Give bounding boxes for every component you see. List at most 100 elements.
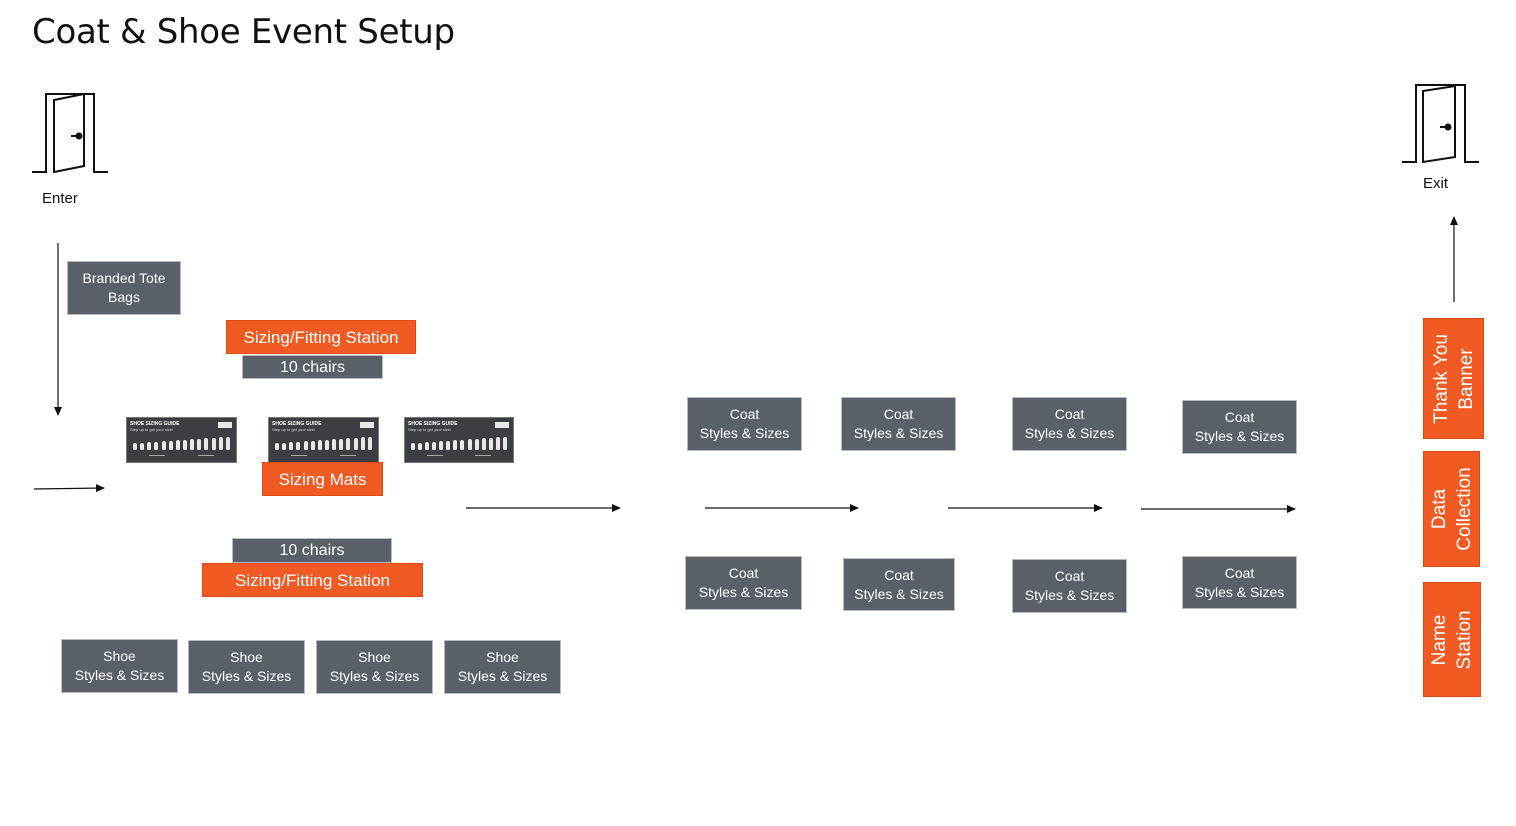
coat-box-top-4: Coat Styles & Sizes	[1182, 400, 1297, 454]
coat-box-top-2-line2: Styles & Sizes	[853, 425, 944, 441]
mat-2-scale	[275, 455, 372, 458]
footprint-icon	[140, 442, 145, 450]
thank-you-banner-label: Thank You Banner	[1429, 334, 1479, 424]
footprint-icon	[197, 438, 202, 450]
footprint-icon	[339, 438, 344, 450]
data-collection-label: Data Collection	[1427, 467, 1477, 550]
chairs-bottom-box: 10 chairs	[232, 538, 392, 563]
coat-box-bottom-4-line2: Styles & Sizes	[1194, 583, 1285, 600]
shoe-box-4: Shoe Styles & Sizes	[444, 640, 561, 694]
data-collection-line2: Collection	[1453, 467, 1475, 551]
chairs-top-label: 10 chairs	[280, 358, 345, 376]
footprint-icon	[147, 442, 152, 450]
mat-2-footprints-icon	[275, 436, 372, 450]
coat-box-top-3-line2: Styles & Sizes	[1024, 425, 1115, 441]
name-station-line2: Station	[1454, 609, 1475, 670]
shoe-box-3-line1: Shoe	[358, 649, 391, 665]
coat-box-bottom-2-line2: Styles & Sizes	[854, 585, 944, 602]
footprint-icon	[296, 441, 301, 450]
footprint-icon	[367, 436, 372, 450]
coat-box-bottom-4: Coat Styles & Sizes	[1182, 556, 1297, 609]
mat-3-footprints-icon	[411, 436, 507, 450]
footprint-icon	[346, 438, 351, 450]
enter-label: Enter	[42, 190, 78, 207]
mat-1-footprints-icon	[133, 436, 230, 450]
footprint-icon	[353, 437, 358, 450]
chairs-bottom-label: 10 chairs	[279, 542, 345, 559]
footprint-icon	[332, 439, 337, 450]
mat-2-subtitle: Step up to get your size!	[272, 427, 316, 432]
mat-1-title: SHOE SIZING GUIDE	[130, 421, 180, 427]
coat-box-bottom-3-line1: Coat	[1054, 568, 1085, 584]
coat-box-bottom-2-line1: Coat	[884, 566, 914, 583]
footprint-icon	[317, 440, 322, 450]
coat-box-top-1-line1: Coat	[729, 406, 760, 422]
footprint-icon	[425, 442, 430, 450]
footprint-icon	[460, 439, 465, 450]
coat-box-top-4-line2: Styles & Sizes	[1194, 428, 1285, 444]
coat-box-top-2-line1: Coat	[883, 406, 914, 422]
sizing-mats-label: Sizing Mats	[278, 469, 367, 489]
shoe-box-1-line2: Styles & Sizes	[74, 667, 165, 683]
coat-box-top-2: Coat Styles & Sizes	[841, 397, 956, 451]
coat-box-top-3-line1: Coat	[1054, 406, 1085, 422]
enter-door-icon	[32, 92, 108, 174]
flow-arrow-entry	[33, 484, 105, 493]
chairs-top-box: 10 chairs	[242, 355, 383, 379]
footprint-icon	[411, 443, 415, 450]
coat-box-bottom-3: Coat Styles & Sizes	[1012, 559, 1127, 613]
thank-you-line2: Banner	[1455, 347, 1477, 410]
footprint-icon	[154, 441, 159, 450]
data-collection-line1: Data	[1428, 488, 1450, 530]
shoe-box-2: Shoe Styles & Sizes	[188, 640, 305, 694]
shoe-box-3-line2: Styles & Sizes	[329, 668, 420, 684]
shoe-sizing-mat-2: SHOE SIZING GUIDE Step up to get your si…	[268, 417, 379, 463]
exit-label: Exit	[1423, 175, 1449, 192]
footprint-icon	[175, 440, 180, 450]
footprint-icon	[439, 441, 444, 450]
footprint-icon	[182, 439, 187, 450]
footprint-icon	[418, 442, 423, 450]
footprint-icon	[467, 439, 472, 450]
name-station-line1: Name	[1429, 614, 1450, 665]
coat-box-top-1: Coat Styles & Sizes	[687, 397, 802, 451]
footprint-icon	[161, 441, 166, 450]
mat-2-title: SHOE SIZING GUIDE	[272, 421, 322, 427]
footprint-icon	[289, 442, 294, 450]
data-collection-box: Data Collection	[1423, 451, 1480, 567]
mat-3-scale	[411, 455, 507, 458]
coat-box-bottom-1-line2: Styles & Sizes	[698, 584, 789, 600]
shoe-sizing-mat-1: SHOE SIZING GUIDE Step up to get your si…	[126, 417, 237, 463]
footprint-icon	[474, 438, 479, 450]
footprint-icon	[488, 437, 493, 450]
footprint-icon	[446, 440, 451, 450]
footprint-icon	[133, 443, 137, 450]
coat-box-top-1-line2: Styles & Sizes	[699, 425, 790, 441]
footprint-icon	[282, 442, 287, 450]
footprint-icon	[324, 439, 329, 450]
coat-box-bottom-4-line1: Coat	[1224, 564, 1255, 581]
fitting-station-bottom: Sizing/Fitting Station	[202, 563, 423, 597]
coat-box-bottom-1-line1: Coat	[728, 565, 759, 581]
shoe-box-1-line1: Shoe	[103, 648, 136, 664]
exit-door-icon	[1402, 84, 1479, 164]
fitting-station-top: Sizing/Fitting Station	[226, 320, 416, 354]
shoe-box-2-line2: Styles & Sizes	[201, 668, 292, 684]
page-title: Coat & Shoe Event Setup	[32, 12, 455, 52]
mat-1-subtitle: Step up to get your size!	[130, 427, 174, 432]
thank-you-line1: Thank You	[1430, 333, 1452, 424]
mat-3-logo-icon	[495, 422, 509, 428]
footprint-icon	[218, 437, 223, 450]
shoe-box-2-line1: Shoe	[230, 649, 263, 665]
footprint-icon	[225, 436, 230, 450]
shoe-box-4-line1: Shoe	[486, 649, 519, 665]
footprint-icon	[502, 436, 507, 450]
mat-3-subtitle: Step up to get your size!	[408, 427, 452, 432]
name-station-box: Name Station	[1423, 582, 1481, 697]
footprint-icon	[275, 443, 279, 450]
shoe-box-4-line2: Styles & Sizes	[457, 668, 548, 684]
sizing-mats-box: Sizing Mats	[262, 462, 383, 496]
footprint-icon	[211, 437, 216, 450]
fitting-station-bottom-label: Sizing/Fitting Station	[235, 570, 390, 590]
